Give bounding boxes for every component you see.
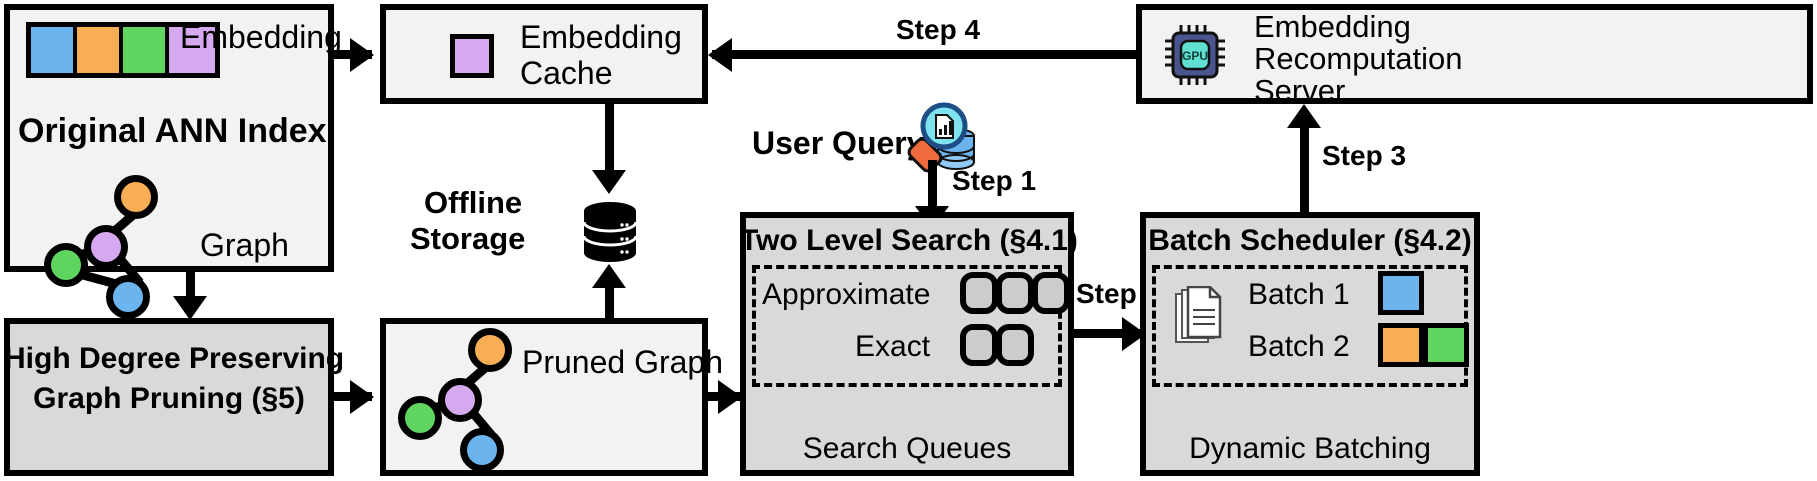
svg-text:GPU: GPU [1182, 49, 1208, 63]
embedding-cache-swatch [450, 34, 494, 78]
approximate-label: Approximate [762, 278, 931, 311]
arrow-pruned-to-storage-head [592, 264, 626, 288]
graph-node-purple [84, 225, 128, 269]
exact-label: Exact [855, 330, 931, 363]
step1-label: Step 1 [952, 165, 1037, 196]
user-query-label: User Query [752, 125, 925, 161]
exact-slot-1 [960, 324, 998, 366]
recomputation-server-line1: Embedding [1254, 9, 1411, 44]
embedding-cache-title-line2: Cache [520, 55, 613, 91]
batch-1-label: Batch 1 [1248, 278, 1350, 311]
pruned-node-green [398, 396, 442, 440]
embedding-cell-orange [77, 27, 123, 73]
graph-node-green [44, 243, 88, 287]
pruned-node-purple [438, 378, 482, 422]
arrow-step4-head [708, 38, 732, 72]
dynamic-batching-footer: Dynamic Batching [1189, 432, 1431, 465]
arrow-step3-head [1287, 104, 1321, 128]
embedding-cell-purple [169, 27, 215, 73]
pruned-node-blue [460, 428, 504, 472]
arrow-cache-to-storage-line [605, 104, 614, 176]
step4-label: Step 4 [896, 14, 981, 45]
arrow-step1-line [928, 160, 937, 212]
documents-icon [1172, 285, 1224, 353]
gpu-chip-icon: GPU [1162, 22, 1228, 93]
embedding-cache-box [380, 4, 708, 104]
batch-2-swatch-orange [1378, 323, 1424, 367]
approximate-slot-1 [960, 272, 998, 314]
arrow-step4-line [712, 50, 1136, 59]
approximate-slot-3 [1032, 272, 1070, 314]
step2-label: Step 2 [1076, 278, 1161, 309]
arrow-index-to-pruning-line [186, 272, 195, 310]
pruned-graph-box [380, 318, 708, 476]
embedding-strip [26, 22, 220, 78]
search-queues-footer: Search Queues [802, 432, 1012, 465]
original-ann-index-title: Original ANN Index [18, 112, 327, 150]
arrow-step3-line [1300, 120, 1309, 212]
graph-node-orange [114, 175, 158, 219]
recomputation-server-line3: Server [1254, 73, 1346, 108]
offline-storage-line1: Offline [424, 185, 523, 220]
batch-2-swatch-green [1423, 323, 1469, 367]
search-queues-panel [752, 265, 1062, 387]
pruned-node-orange [468, 328, 512, 372]
arrow-index-to-pruning-head [173, 296, 207, 320]
arrow-cache-to-storage-head [592, 170, 626, 194]
arrow-pruning-to-pruned-head [350, 380, 374, 414]
two-level-search-title: Two Level Search (§4.1) [740, 224, 1078, 257]
embedding-cell-green [123, 27, 169, 73]
offline-storage-line2: Storage [410, 221, 526, 256]
arrow-step2-line [1074, 329, 1142, 338]
embedding-cache-title-line1: Embedding [520, 19, 682, 55]
exact-slot-2 [996, 324, 1034, 366]
graph-node-blue [106, 275, 150, 319]
arrow-index-to-cache-head [350, 38, 374, 72]
arrow-pruned-to-search-head [718, 380, 742, 414]
graph-label: Graph [200, 227, 289, 263]
graph-pruning-box [4, 318, 334, 476]
database-icon [582, 200, 638, 267]
graph-pruning-line2: Graph Pruning (§5) [33, 382, 305, 415]
graph-pruning-line1: High Degree Preserving [4, 342, 345, 375]
pruned-graph-label: Pruned Graph [522, 344, 724, 380]
recomputation-server-box [1136, 4, 1813, 104]
step3-label: Step 3 [1322, 140, 1407, 171]
recomputation-server-line2: Recomputation [1254, 41, 1463, 76]
embedding-label: Embedding [180, 19, 342, 55]
batch-scheduler-title: Batch Scheduler (§4.2) [1148, 224, 1472, 257]
search-document-database-icon [900, 102, 982, 181]
batch-1-swatch-blue [1378, 271, 1424, 315]
embedding-cell-blue [31, 27, 77, 73]
arrow-pruned-to-storage-line [605, 282, 614, 320]
approximate-slot-2 [996, 272, 1034, 314]
batch-2-label: Batch 2 [1248, 330, 1350, 363]
